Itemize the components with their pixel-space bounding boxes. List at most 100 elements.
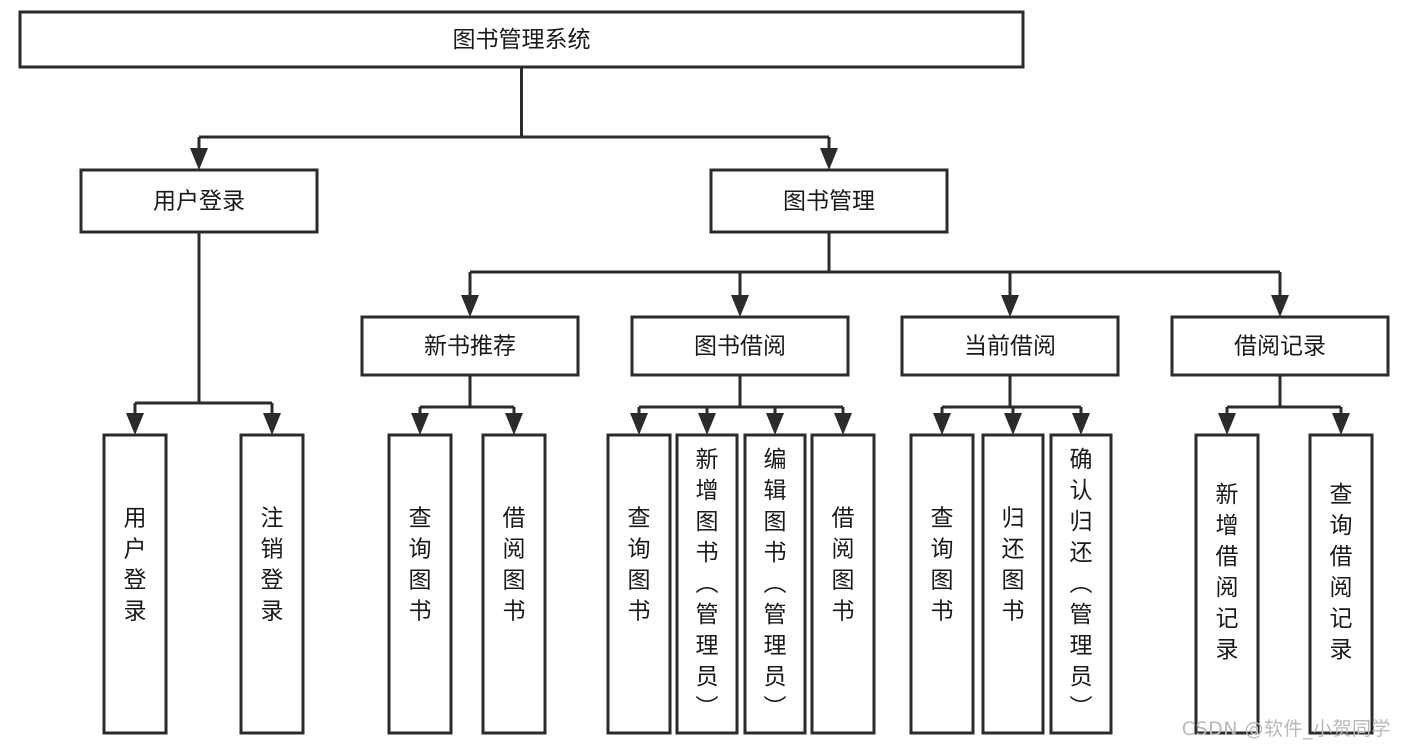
conn-book-borrow-arrow-3: [834, 413, 852, 435]
node-box-leaf-borrow-book: [810, 433, 876, 735]
node-label-root: 图书管理系统: [453, 27, 591, 53]
conn-current-borrow-arrow-1: [1004, 413, 1022, 435]
node-label-char-leaf-confirm-return-admin-0: 确: [1070, 447, 1093, 473]
conn-current-borrow-arrow-0: [933, 413, 951, 435]
node-box-borrow-record: [1170, 315, 1390, 377]
node-label-borrow-record: 借阅记录: [1234, 334, 1326, 360]
node-label-char-leaf-borrow-book-recommend-1: 阅: [503, 537, 526, 563]
node-label-char-leaf-logout-2: 登: [261, 568, 284, 594]
node-label-char-leaf-confirm-return-admin-4: ︵: [1070, 571, 1093, 597]
node-box-leaf-query-book-recommend: [387, 433, 453, 735]
node-label-char-leaf-user-login-2: 登: [124, 568, 147, 594]
node-label-char-leaf-user-login-0: 用: [124, 506, 147, 532]
node-label-char-leaf-query-book-recommend-1: 询: [409, 537, 432, 563]
node-box-leaf-return-book: [981, 433, 1045, 735]
conn-new-book-recommend-arrow-0: [411, 413, 429, 435]
node-label-char-leaf-query-book-borrow-3: 书: [628, 599, 651, 625]
node-label-char-leaf-query-book-current-1: 询: [931, 537, 954, 563]
node-label-char-leaf-query-borrow-record-5: 录: [1330, 637, 1353, 663]
node-label-char-leaf-add-borrow-record-4: 记: [1216, 606, 1239, 632]
node-root[interactable]: 图书管理系统: [18, 10, 1025, 69]
conn-book-management-arrow-3: [1271, 295, 1289, 317]
node-label-char-leaf-confirm-return-admin-6: 理: [1070, 633, 1093, 659]
node-label-char-leaf-edit-book-admin-5: 管: [764, 602, 787, 628]
node-label-char-leaf-add-borrow-record-5: 录: [1216, 637, 1239, 663]
node-box-user-login: [79, 168, 319, 234]
node-label-char-leaf-logout-1: 销: [261, 537, 284, 563]
node-user-login[interactable]: 用户登录: [79, 168, 319, 234]
node-box-leaf-add-book-admin: [675, 433, 739, 735]
node-label-char-leaf-query-book-recommend-3: 书: [409, 599, 432, 625]
node-book-management[interactable]: 图书管理: [709, 168, 949, 234]
node-book-borrow[interactable]: 图书借阅: [630, 315, 850, 377]
node-label-char-leaf-return-book-2: 图: [1002, 568, 1025, 594]
node-box-leaf-add-borrow-record: [1194, 433, 1260, 735]
node-box-leaf-confirm-return-admin: [1049, 433, 1113, 735]
node-label-char-leaf-query-borrow-record-2: 借: [1330, 544, 1353, 570]
node-label-char-leaf-add-book-admin-2: 图: [696, 509, 719, 535]
node-new-book-recommend[interactable]: 新书推荐: [360, 315, 580, 377]
node-label-char-leaf-borrow-book-recommend-2: 图: [503, 568, 526, 594]
node-leaf-user-login[interactable]: 用户登录: [102, 433, 168, 735]
node-label-char-leaf-borrow-book-recommend-3: 书: [503, 599, 526, 625]
conn-book-borrow-arrow-1: [698, 413, 716, 435]
node-label-char-leaf-confirm-return-admin-1: 认: [1070, 478, 1093, 504]
node-box-current-borrow: [900, 315, 1120, 377]
node-label-char-leaf-add-book-admin-7: 员: [696, 664, 719, 690]
node-label-char-leaf-add-borrow-record-2: 借: [1216, 544, 1239, 570]
conn-borrow-record-arrow-0: [1218, 413, 1236, 435]
node-label-char-leaf-edit-book-admin-0: 编: [764, 447, 787, 473]
node-label-char-leaf-add-book-admin-4: ︵: [696, 571, 719, 597]
node-borrow-record[interactable]: 借阅记录: [1170, 315, 1390, 377]
node-box-book-borrow: [630, 315, 850, 377]
node-label-char-leaf-confirm-return-admin-8: ︶: [1070, 695, 1093, 721]
node-label-char-leaf-query-book-borrow-2: 图: [628, 568, 651, 594]
conn-book-management-arrow-1: [731, 295, 749, 317]
node-label-char-leaf-edit-book-admin-7: 员: [764, 664, 787, 690]
conn-current-borrow-arrow-2: [1072, 413, 1090, 435]
node-box-leaf-user-login: [102, 433, 168, 735]
node-label-char-leaf-query-book-current-3: 书: [931, 599, 954, 625]
node-label-char-leaf-confirm-return-admin-3: 还: [1070, 540, 1093, 566]
node-label-char-leaf-query-borrow-record-0: 查: [1330, 482, 1353, 508]
conn-new-book-recommend-arrow-1: [505, 413, 523, 435]
node-label-char-leaf-query-book-borrow-0: 查: [628, 506, 651, 532]
conn-user-login-arrow-0: [126, 413, 144, 435]
watermark-text: CSDN @软件_小贺同学: [1181, 718, 1391, 740]
conn-borrow-record-arrow-1: [1332, 413, 1350, 435]
connectors-layer: [126, 67, 1350, 435]
node-label-new-book-recommend: 新书推荐: [424, 334, 516, 360]
node-label-char-leaf-add-book-admin-6: 理: [696, 633, 719, 659]
node-label-char-leaf-add-book-admin-3: 书: [696, 540, 719, 566]
node-box-leaf-edit-book-admin: [743, 433, 807, 735]
node-label-char-leaf-borrow-book-2: 图: [832, 568, 855, 594]
node-box-leaf-query-book-borrow: [606, 433, 672, 735]
node-label-char-leaf-add-book-admin-0: 新: [696, 447, 719, 473]
node-label-char-leaf-query-borrow-record-4: 记: [1330, 606, 1353, 632]
node-label-char-leaf-add-book-admin-5: 管: [696, 602, 719, 628]
conn-root-arrow-0: [190, 148, 208, 170]
node-label-char-leaf-borrow-book-0: 借: [832, 506, 855, 532]
conn-book-borrow-arrow-2: [766, 413, 784, 435]
node-label-char-leaf-edit-book-admin-6: 理: [764, 633, 787, 659]
node-current-borrow[interactable]: 当前借阅: [900, 315, 1120, 377]
node-box-new-book-recommend: [360, 315, 580, 377]
node-label-char-leaf-edit-book-admin-4: ︵: [764, 571, 787, 597]
node-label-char-leaf-return-book-3: 书: [1002, 599, 1025, 625]
node-label-char-leaf-borrow-book-recommend-0: 借: [503, 506, 526, 532]
node-label-char-leaf-logout-0: 注: [261, 506, 284, 532]
